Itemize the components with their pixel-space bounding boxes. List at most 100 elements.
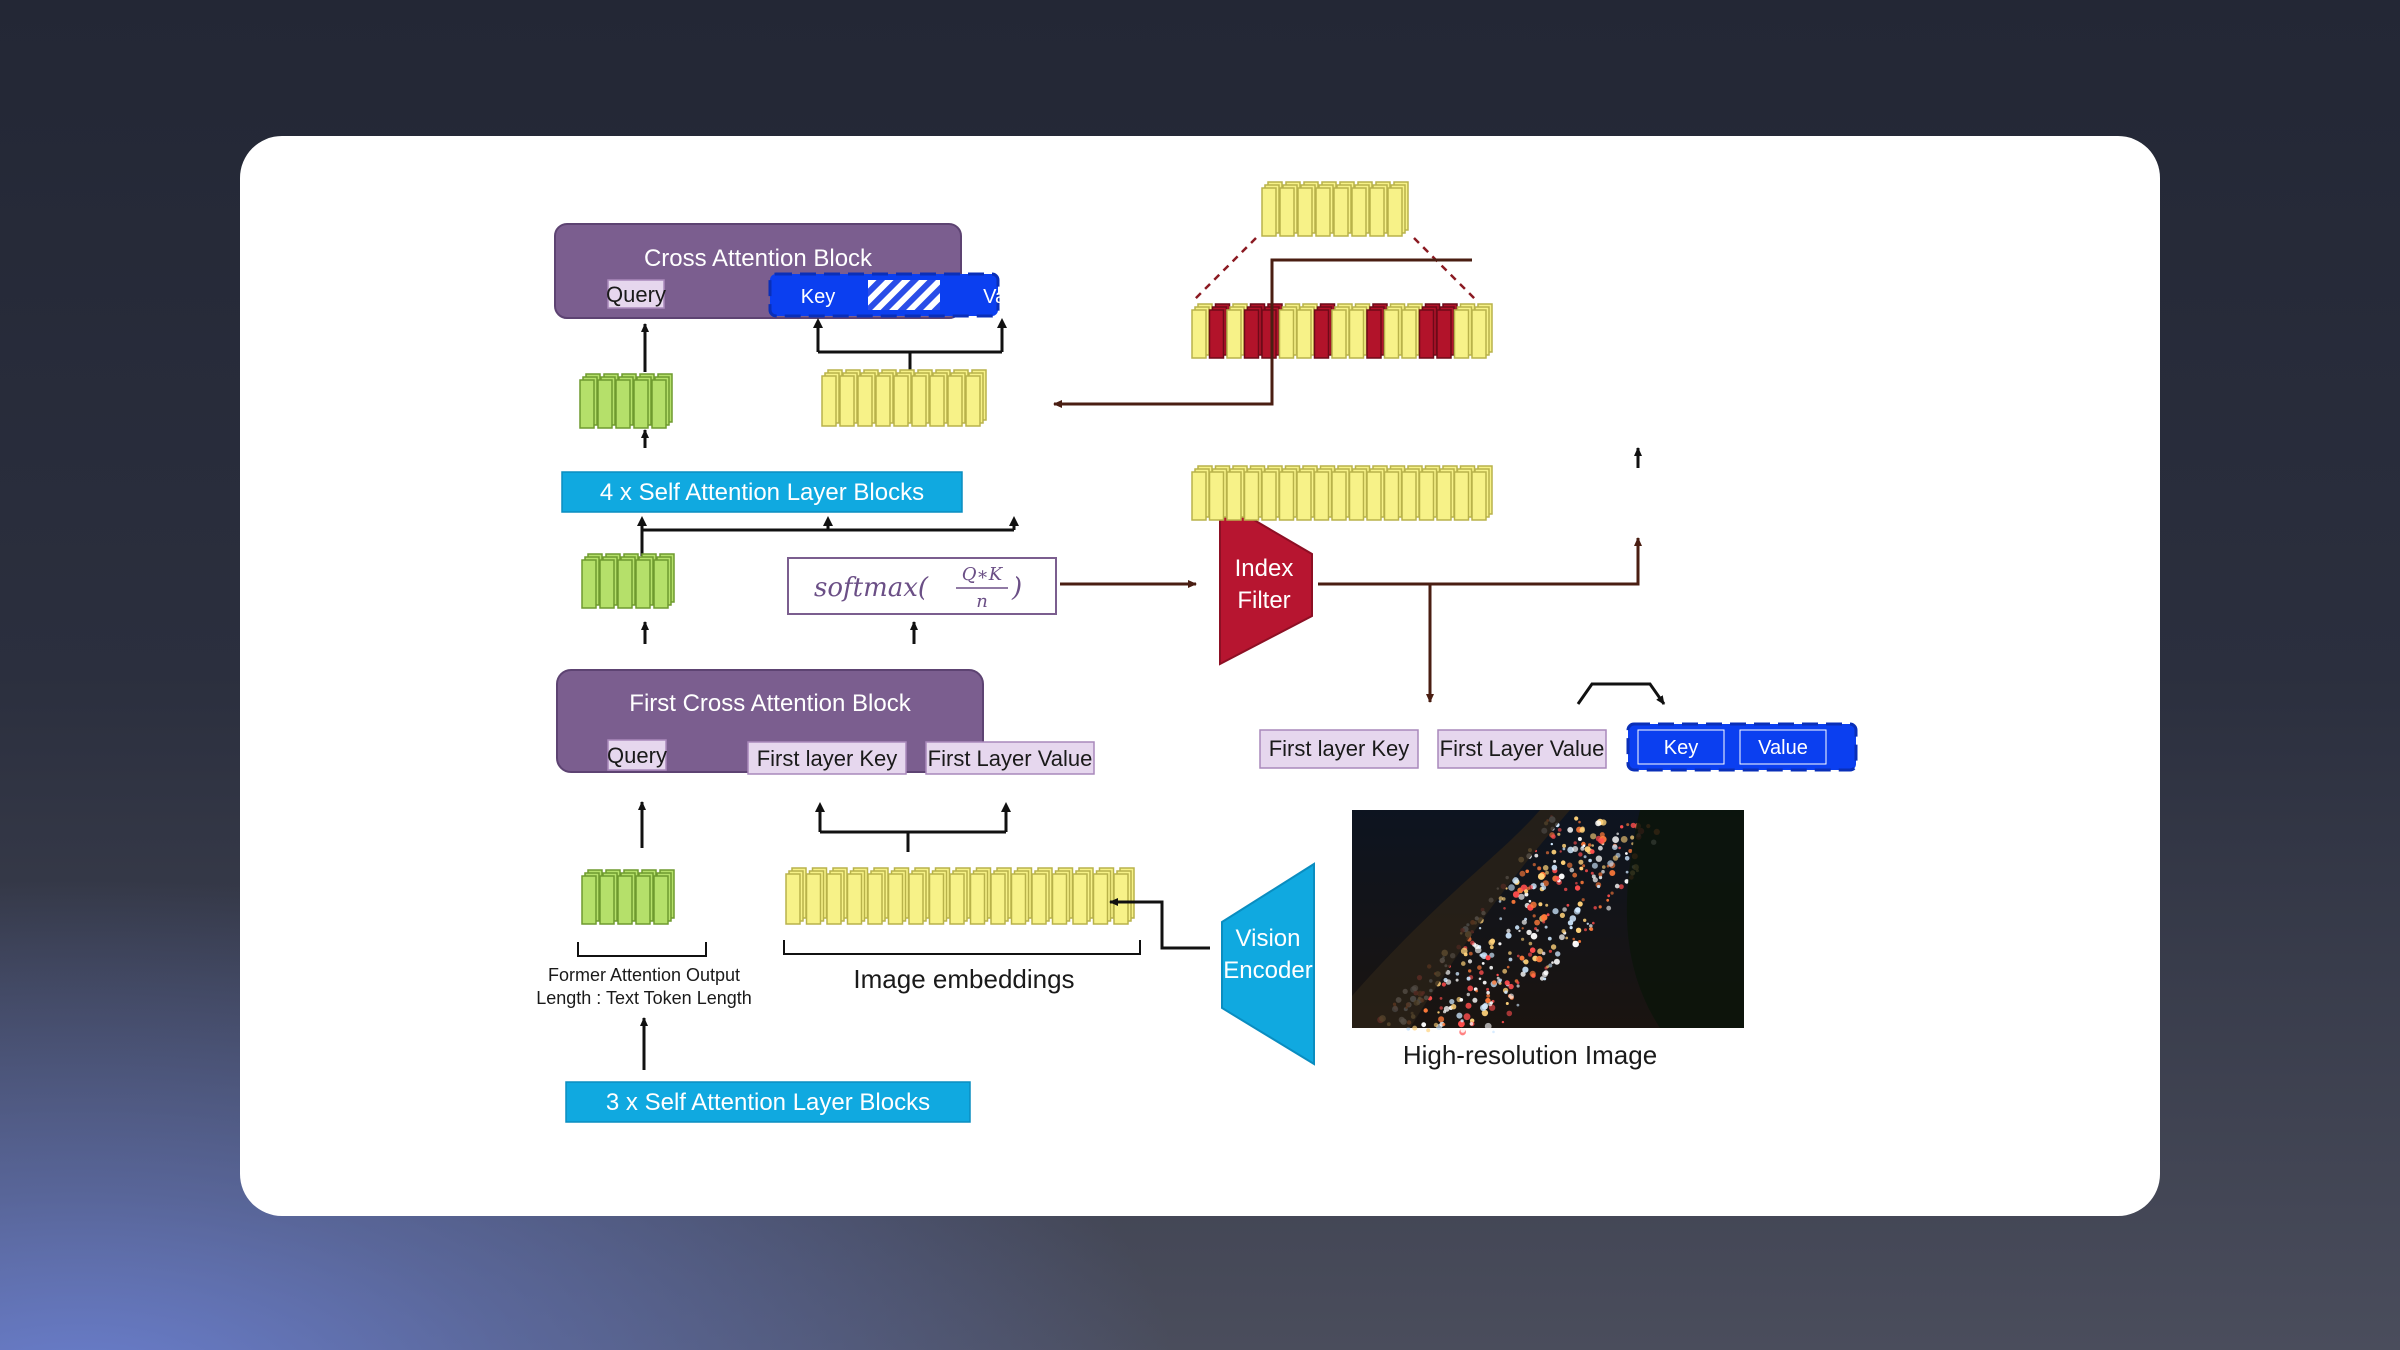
first-layer-key-box	[747, 741, 907, 775]
key-box	[780, 280, 868, 310]
light-dot	[1599, 836, 1603, 839]
light-dot	[1575, 927, 1582, 933]
light-dot	[1601, 869, 1605, 874]
token-block	[1366, 309, 1382, 359]
light-dot	[1477, 965, 1482, 970]
light-dot	[1534, 927, 1538, 931]
token-block	[1401, 309, 1417, 359]
token-block	[653, 559, 669, 609]
light-dot	[1475, 989, 1479, 993]
selected-tokens-top	[1261, 181, 1409, 237]
token-block	[1453, 309, 1470, 359]
token-block	[617, 875, 633, 925]
arrow-embed-bracket	[818, 806, 1008, 852]
self-attention-3-block: 3 x Self Attention Layer Blocks	[565, 1081, 971, 1123]
light-dot	[1590, 849, 1595, 854]
token-block	[1208, 309, 1225, 359]
light-dot	[1520, 971, 1526, 977]
token-block	[1278, 309, 1295, 359]
token-block	[805, 873, 822, 925]
token-block	[1261, 309, 1277, 359]
light-dot	[1541, 885, 1547, 891]
light-dot	[1559, 912, 1565, 919]
light-dot	[1508, 993, 1514, 999]
light-dot	[1530, 932, 1538, 940]
light-dot	[1461, 961, 1466, 966]
light-dot	[1574, 816, 1579, 821]
light-dot	[1506, 928, 1511, 934]
token-block	[887, 873, 904, 925]
light-dot	[1540, 882, 1545, 887]
token-block	[617, 559, 633, 609]
right-first-key-box	[1259, 729, 1419, 769]
token-block	[635, 875, 651, 925]
token-block	[1226, 471, 1242, 521]
light-dot	[1502, 968, 1508, 974]
light-dot	[1580, 846, 1585, 851]
token-block	[1297, 187, 1313, 237]
token-block	[893, 375, 909, 427]
green-token-stack-1	[579, 373, 673, 429]
token-block	[929, 375, 945, 427]
light-dot	[1551, 849, 1557, 855]
light-dot	[1501, 1020, 1505, 1024]
light-dot	[1562, 907, 1567, 912]
first-layer-value-box	[925, 741, 1095, 775]
token-block	[1315, 187, 1331, 237]
light-dot	[1578, 820, 1581, 824]
first-cross-attention-block: First Cross Attention Block Query First …	[556, 669, 1095, 775]
light-dot	[1524, 889, 1529, 894]
cross-attention-title: Cross Attention Block	[644, 245, 873, 272]
light-dot	[1529, 970, 1536, 978]
light-dot	[1456, 1012, 1463, 1019]
light-dot	[1537, 873, 1545, 880]
light-dot	[1480, 1004, 1487, 1012]
softmax-box: softmax( Q∗K n )	[787, 557, 1057, 615]
index-filter-line2: Filter	[1237, 587, 1290, 614]
light-dot	[1482, 980, 1487, 985]
light-dot	[1485, 997, 1491, 1004]
high-resolution-image	[1352, 810, 1744, 1036]
light-dot	[1545, 870, 1549, 875]
token-block	[1383, 309, 1400, 359]
light-dot	[1532, 914, 1536, 918]
light-dot	[1569, 926, 1573, 930]
key-label: Key	[801, 286, 835, 308]
diagram-card: Cross Attention Block Query Key Value 4 …	[240, 136, 2160, 1216]
index-filter-line1: Index	[1235, 555, 1294, 582]
token-block	[581, 875, 597, 925]
token-block	[1072, 873, 1088, 925]
light-dot	[1489, 945, 1494, 950]
light-dot	[1597, 884, 1601, 889]
light-dot	[1542, 880, 1549, 887]
right-first-key-label: First layer Key	[1269, 736, 1410, 761]
light-dot	[1599, 832, 1605, 838]
light-dot	[1566, 903, 1570, 907]
token-block	[1010, 873, 1027, 925]
light-dot	[1614, 883, 1620, 889]
light-dot	[1519, 955, 1525, 961]
right-key-box	[1637, 729, 1725, 765]
light-dot	[1546, 913, 1550, 917]
light-dot	[1550, 842, 1554, 846]
cross-attention-block: Cross Attention Block Query Key Value	[554, 223, 1033, 319]
light-dot	[1528, 952, 1533, 957]
token-block	[928, 873, 945, 925]
light-dot	[1595, 855, 1603, 862]
light-dot	[1466, 992, 1471, 997]
light-dot	[1506, 965, 1510, 969]
light-dot	[1536, 955, 1543, 963]
light-dot	[1489, 1001, 1493, 1005]
light-dot	[1412, 1025, 1418, 1031]
filtered-token-row	[1191, 303, 1493, 359]
token-block	[1031, 873, 1047, 925]
token-block	[1296, 471, 1312, 521]
arrow-encoder-to-embeddings	[1109, 898, 1210, 950]
light-dot	[1574, 885, 1581, 891]
token-block	[1261, 471, 1277, 521]
hatched-region	[868, 280, 940, 310]
light-dot	[1537, 866, 1542, 871]
token-block	[1348, 309, 1365, 359]
light-dot	[1598, 875, 1603, 880]
token-block	[908, 873, 924, 925]
